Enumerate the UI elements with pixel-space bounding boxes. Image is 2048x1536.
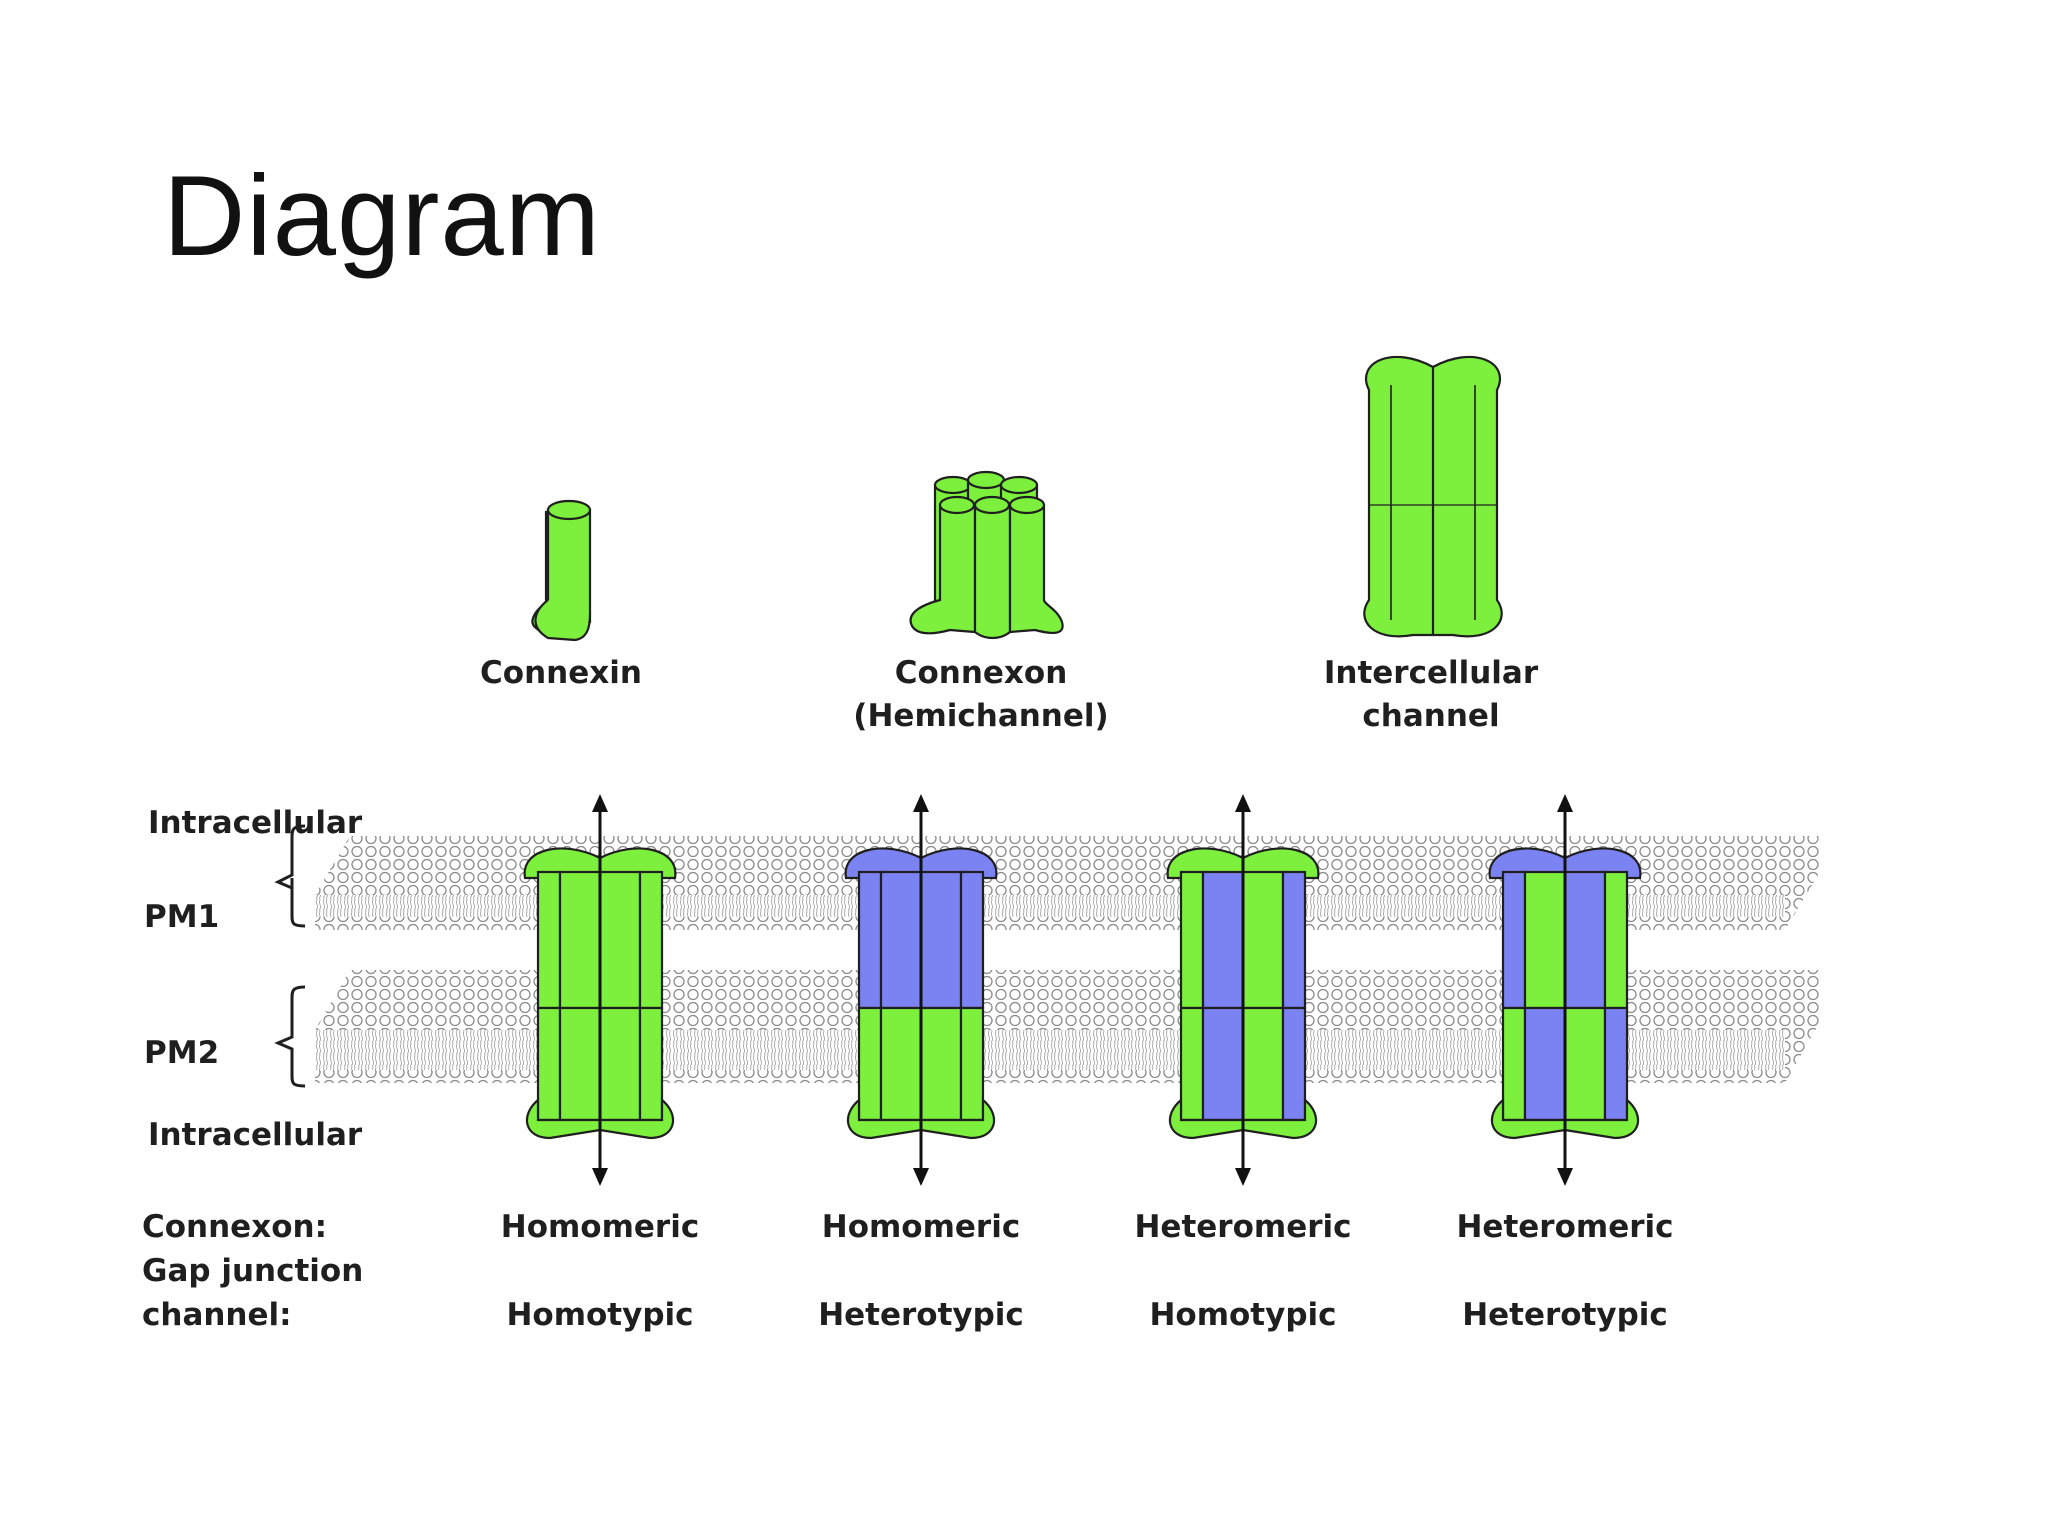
channel-top-segment	[558, 870, 602, 1010]
connexon-front-mid	[973, 503, 1012, 640]
channel-bottom-segment	[1603, 1006, 1629, 1122]
connexon-back-cap	[933, 475, 973, 495]
pm1-label: PM1	[144, 899, 220, 935]
connexon-back-cap	[966, 470, 1006, 490]
gap-junction-row-label-line2: channel:	[142, 1297, 292, 1333]
channel-top-segment	[857, 870, 883, 1010]
pm1-top-surface	[315, 836, 1820, 895]
slide-title: Diagram	[163, 153, 601, 280]
channel-top-segment	[1201, 870, 1245, 1010]
connexon-front-right	[1008, 503, 1064, 635]
channel-bottom-segment	[536, 1006, 562, 1122]
pm2-label: PM2	[144, 1035, 220, 1071]
connexin-label: Connexin	[480, 655, 642, 691]
transport-arrow-up-head	[1235, 794, 1251, 812]
connexon-row-label: Connexon:	[142, 1209, 327, 1245]
channel-bottom-feet	[1490, 1097, 1640, 1140]
transport-arrow-down-head	[592, 1168, 608, 1186]
connexon-front-cap	[1008, 495, 1046, 515]
channel-bottom-segment	[1241, 1006, 1285, 1122]
channel-top-segment	[1241, 870, 1285, 1010]
channel-bottom-feet	[1168, 1097, 1318, 1140]
channel-4-gap-junction-type: Heterotypic	[1462, 1297, 1668, 1333]
channel-top-segment	[1179, 870, 1205, 1010]
channel-3-connexon-type: Heteromeric	[1134, 1209, 1352, 1245]
channel-top-segment	[1501, 870, 1527, 1010]
channel-bottom-segment	[1201, 1006, 1245, 1122]
channel-1-connexon-type: Homomeric	[500, 1209, 700, 1245]
channel-top-segment	[1281, 870, 1307, 1010]
membrane-channel-1	[523, 794, 677, 1186]
transport-arrow-up-head	[592, 794, 608, 812]
transport-arrow-down-head	[1235, 1168, 1251, 1186]
membrane-channel-3	[1166, 794, 1320, 1186]
channel-top-segment	[1563, 870, 1607, 1010]
channel-bottom-segment	[959, 1006, 985, 1122]
membrane-channel-2	[844, 794, 998, 1186]
channel-top-segment	[879, 870, 923, 1010]
connexon-label-line2: (Hemichannel)	[853, 698, 1109, 734]
channel-bottom-segment	[1501, 1006, 1527, 1122]
pm1-tail-layer	[315, 895, 1785, 917]
channel-bottom-segment	[1563, 1006, 1607, 1122]
intracellular-bottom-label: Intracellular	[148, 1117, 363, 1153]
channel-bottom-segment	[1179, 1006, 1205, 1122]
channel-top-segment	[638, 870, 664, 1010]
channel-bottom-segment	[598, 1006, 642, 1122]
connexin-illustration	[531, 499, 592, 642]
channel-bottom-segment	[919, 1006, 963, 1122]
channel-bottom-segment	[1281, 1006, 1307, 1122]
channel-top-segment	[1523, 870, 1567, 1010]
gap-junction-row-label-line1: Gap junction	[142, 1253, 364, 1289]
connexon-label-line1: Connexon	[894, 655, 1068, 691]
channel-bottom-segment	[1523, 1006, 1567, 1122]
channel-top-segment	[919, 870, 963, 1010]
transport-arrow-down-head	[913, 1168, 929, 1186]
channel-3-gap-junction-type: Homotypic	[1149, 1297, 1337, 1333]
pm2-bottom-heads	[315, 1070, 1785, 1083]
connexon-front-cap	[938, 495, 976, 515]
channel-bottom-segment	[558, 1006, 602, 1122]
transport-arrow-down-head	[1557, 1168, 1573, 1186]
pm2-bracket	[274, 985, 306, 1088]
intracellular-top-label: Intracellular	[148, 805, 363, 841]
channel-top-segment	[1603, 870, 1629, 1010]
intercellular-channel-illustration	[1363, 356, 1503, 638]
pm1-membrane	[315, 836, 1820, 930]
channel-bottom-feet	[846, 1097, 996, 1140]
connexin-base	[534, 599, 592, 642]
channel-2-connexon-type: Homomeric	[821, 1209, 1021, 1245]
channel-top-segment	[598, 870, 642, 1010]
pm1-side-face	[1785, 836, 1820, 930]
channel-bottom-feet	[525, 1097, 675, 1140]
channel-2-gap-junction-type: Heterotypic	[818, 1297, 1024, 1333]
intercellular-label-line1: Intercellular	[1323, 655, 1539, 691]
connexon-front-left	[909, 503, 977, 635]
channel-top-segment	[959, 870, 985, 1010]
connexon-front-cap	[973, 495, 1011, 515]
channel-1-gap-junction-type: Homotypic	[506, 1297, 694, 1333]
channel-bottom-segment	[879, 1006, 923, 1122]
connexin-top	[546, 499, 592, 521]
channel-top-segment	[536, 870, 562, 1010]
pm1-bottom-heads	[315, 917, 1785, 930]
membrane-channels	[523, 794, 1642, 1186]
transport-arrow-up-head	[913, 794, 929, 812]
transport-arrow-up-head	[1557, 794, 1573, 812]
connexon-illustration	[909, 470, 1064, 640]
pm2-side-face	[1785, 970, 1820, 1083]
channel-bottom-segment	[638, 1006, 664, 1122]
pm2-top-surface	[315, 970, 1820, 1030]
connexon-back-cap	[999, 475, 1039, 495]
pm1-bracket	[274, 824, 306, 928]
channel-4-connexon-type: Heteromeric	[1456, 1209, 1674, 1245]
intercellular-label-line2: channel	[1362, 698, 1500, 734]
channel-bottom-segment	[857, 1006, 883, 1122]
membrane-channel-4	[1488, 794, 1642, 1186]
